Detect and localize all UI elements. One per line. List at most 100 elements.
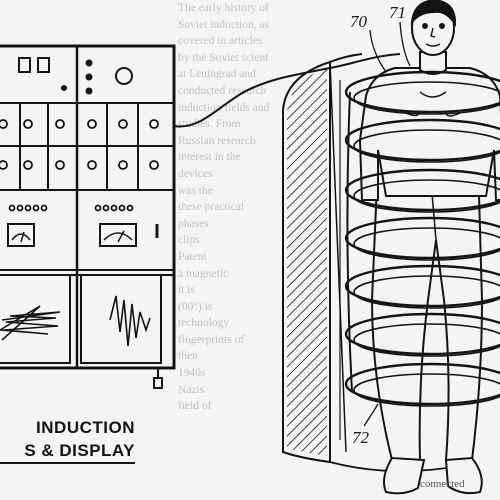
indicator-dot — [32, 204, 40, 212]
knob-small-1 — [85, 59, 93, 67]
coil-turn — [353, 275, 500, 309]
background-text-line: 1940s — [178, 367, 206, 380]
induction-coils — [344, 70, 500, 407]
background-text-line: induction fields and — [178, 101, 270, 114]
background-text-line: fingerprints of — [178, 333, 245, 346]
module-knob — [149, 160, 159, 170]
indicator-dot — [118, 204, 126, 212]
indicator-square-left — [18, 57, 31, 73]
background-text-line: clips — [178, 234, 200, 247]
knob-small-4 — [61, 85, 67, 91]
background-text-line: covered in articles — [178, 35, 263, 48]
module-knob — [55, 119, 65, 129]
coil-turn — [344, 70, 500, 114]
dial-knob — [115, 67, 133, 85]
caption-line-display: S & DISPLAY — [0, 441, 135, 464]
coil-turn — [353, 373, 500, 407]
indicator-dot — [40, 204, 48, 212]
coil-turn — [353, 179, 500, 213]
indicator-dot — [94, 204, 102, 212]
module-knob — [23, 119, 33, 129]
module-knob — [87, 119, 97, 129]
left-shoe — [383, 456, 426, 495]
knob-small-2 — [85, 73, 93, 81]
reference-leaders — [363, 21, 411, 427]
indicator-dot — [102, 204, 110, 212]
module-knob — [149, 119, 159, 129]
coil-turn — [344, 118, 500, 162]
meter-left-needle — [11, 231, 31, 243]
cabinet-foot-knob — [153, 377, 163, 389]
subject-figure — [358, 0, 500, 495]
right-shoe — [444, 456, 483, 495]
meter-left — [7, 223, 35, 247]
cabinet-knob-group — [0, 119, 159, 212]
caption-line-induction: INDUCTION — [36, 418, 135, 437]
background-text-line: conducted research — [178, 84, 267, 97]
coil-turn — [344, 216, 500, 260]
background-text-line: Russian research — [178, 134, 256, 147]
coil-turn — [344, 264, 500, 308]
coil-turn — [353, 81, 500, 115]
module-knob — [55, 160, 65, 170]
coil-turn — [353, 129, 500, 163]
background-text-line: then — [178, 350, 198, 363]
chamber-inner-edge — [329, 53, 363, 63]
indicator-dot — [110, 204, 118, 212]
background-text-line: was the — [178, 184, 213, 197]
background-text-line: field of — [178, 400, 212, 413]
background-text-line: by the Soviet scient — [178, 51, 269, 64]
knob-small-3 — [85, 87, 93, 95]
legs — [370, 159, 484, 461]
module-knob — [0, 119, 8, 129]
coil-connector — [346, 91, 353, 393]
background-text-line: a magnetic — [178, 267, 229, 280]
induction-chamber — [282, 53, 461, 473]
indicator-dot — [8, 204, 16, 212]
coil-turn — [344, 312, 500, 356]
background-text-line: phases — [178, 217, 209, 230]
neck — [419, 51, 447, 75]
meter-right-needle — [103, 230, 133, 243]
coil-turn — [344, 168, 500, 212]
meter-right — [99, 223, 137, 247]
torso — [358, 67, 500, 201]
background-bottom-text: connected — [420, 478, 465, 490]
background-text-line: it is — [178, 284, 195, 297]
background-text-line: these practical — [178, 201, 245, 214]
background-text-line: Patent — [178, 250, 207, 263]
background-text-line: The early history of — [178, 2, 270, 14]
waveform-left — [0, 305, 61, 341]
indicator-dot — [16, 204, 24, 212]
background-text-line: at Leningrad and — [178, 68, 256, 81]
background-text-line: devices — [178, 167, 213, 180]
background-text-line: (00") is — [178, 300, 213, 313]
coil-turn — [353, 227, 500, 261]
indicator-dot — [24, 204, 32, 212]
indicator-dot — [126, 204, 134, 212]
module-knob — [118, 160, 128, 170]
reference-numeral-72: 72 — [352, 428, 369, 447]
background-text-line: Nazis — [178, 383, 205, 396]
display-screen-left — [0, 274, 71, 364]
background-text-line: technology — [178, 317, 230, 330]
module-knob — [118, 119, 128, 129]
waveform-right — [109, 295, 151, 347]
module-knob — [0, 160, 8, 170]
module-knob — [87, 160, 97, 170]
display-screen-right — [80, 274, 162, 364]
reference-numeral-71: 71 — [389, 3, 406, 22]
hair — [410, 0, 457, 28]
module-knob — [23, 160, 33, 170]
indicator-square-right — [37, 57, 50, 73]
coil-turn — [344, 362, 500, 406]
coil-turn — [353, 323, 500, 357]
background-text-line: interest in the — [178, 151, 241, 164]
control-cabinet — [0, 44, 176, 389]
connecting-cable — [173, 53, 401, 128]
cabinet-outer-frame — [0, 44, 176, 370]
reference-numeral-70: 70 — [350, 12, 367, 31]
